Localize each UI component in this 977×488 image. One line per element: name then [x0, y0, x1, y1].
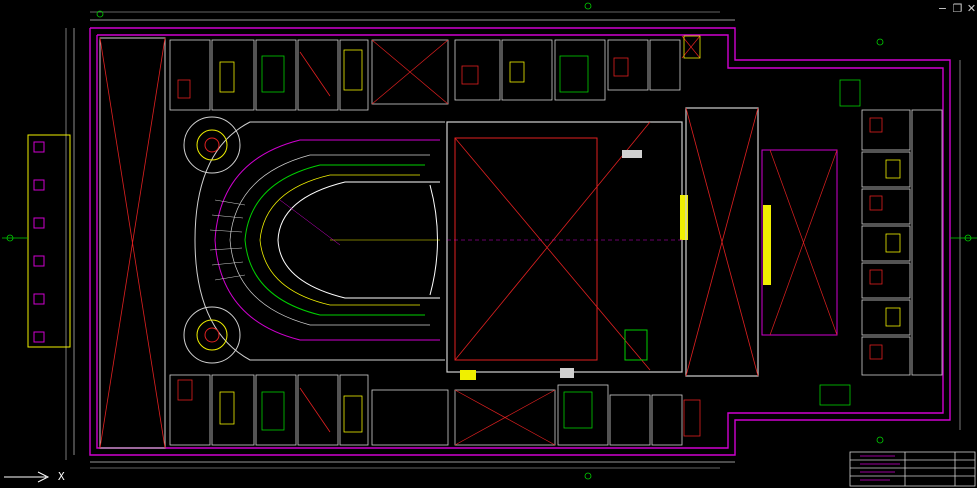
ucs-icon: [4, 471, 50, 483]
right-dressing-rooms: [861, 109, 943, 376]
bottom-room-fixtures: [177, 379, 701, 437]
main-stage: [446, 121, 688, 380]
restore-icon[interactable]: ❐: [952, 2, 963, 15]
minimize-icon[interactable]: −: [937, 2, 948, 15]
ucs-axis-label: X: [58, 470, 65, 483]
right-room-fixtures: [819, 79, 901, 406]
top-service-rooms: [169, 39, 681, 111]
left-annex: [27, 134, 71, 348]
top-room-fixtures: [177, 35, 701, 99]
close-icon[interactable]: ✕: [966, 2, 977, 15]
top-void-x: [371, 35, 701, 105]
seating-rows: [209, 199, 440, 281]
title-block: [849, 451, 976, 487]
building-outline: [89, 27, 951, 456]
dimension-lines: [65, 11, 961, 469]
left-foyer: [99, 37, 166, 449]
bottom-void-x: [454, 389, 556, 446]
axis-markers: [2, 2, 977, 480]
auditorium: [194, 121, 445, 361]
circular-stairs: [183, 116, 241, 364]
rear-stage: [685, 107, 838, 377]
perimeter-wall-grid: [73, 19, 735, 463]
bottom-service-rooms: [169, 374, 683, 446]
